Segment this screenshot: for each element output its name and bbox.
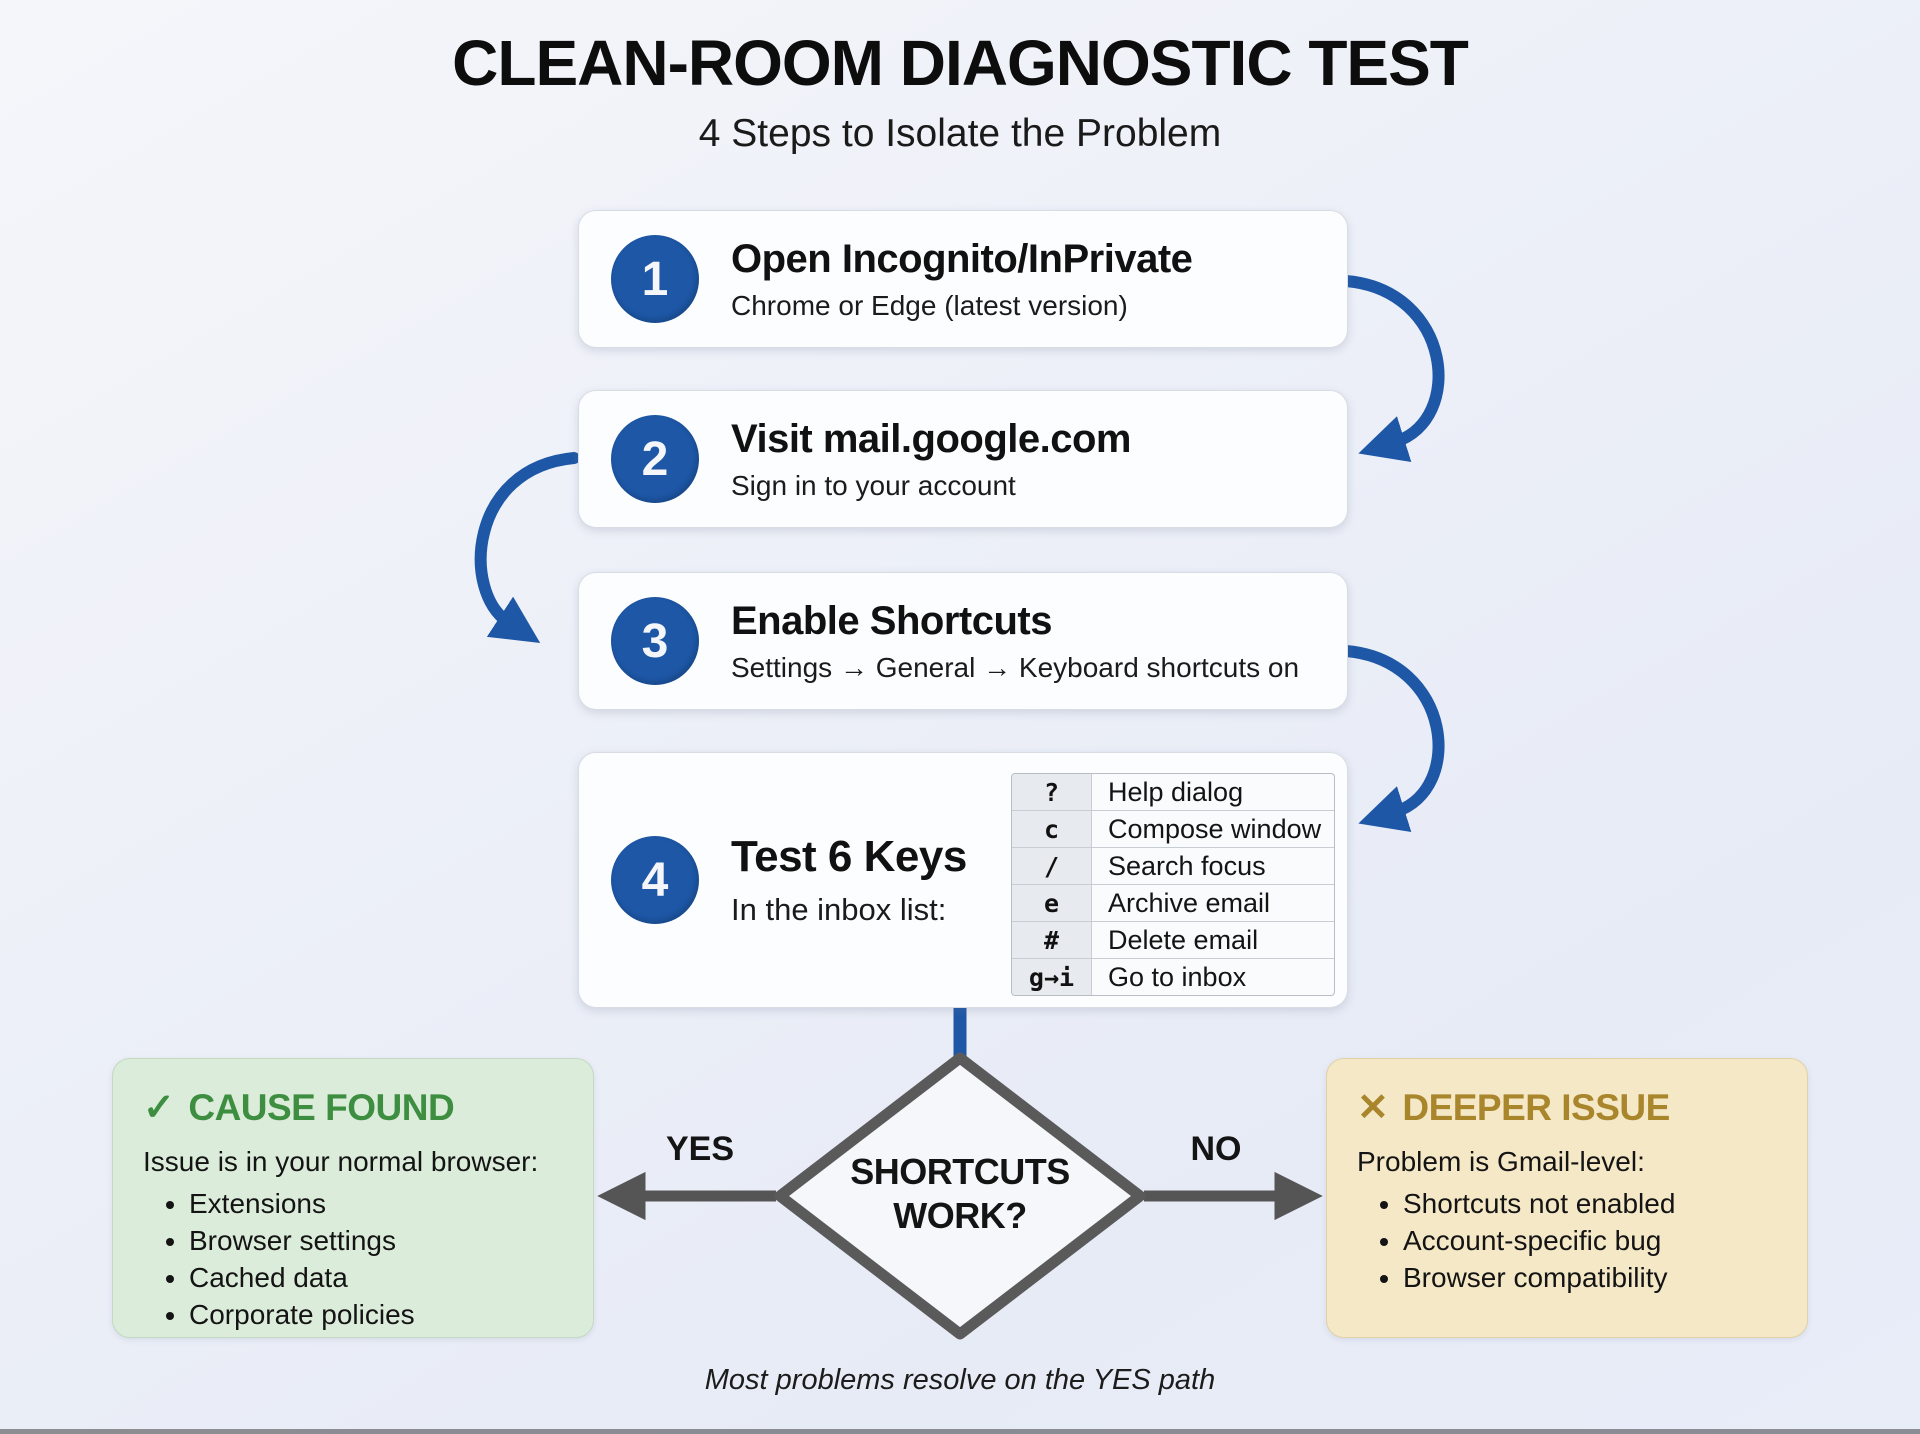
shortcut-row: # Delete email	[1012, 922, 1334, 959]
step-number-badge: 3	[611, 597, 699, 685]
outcome-title: DEEPER ISSUE	[1402, 1086, 1670, 1128]
arrow-step2-to-step3	[474, 452, 580, 644]
shortcut-action: Archive email	[1108, 887, 1271, 918]
step-subtitle: Chrome or Edge (latest version)	[731, 289, 1128, 321]
outcome-cause-found: ✓ CAUSE FOUND Issue is in your normal br…	[112, 1058, 594, 1338]
step-subtitle: In the inbox list:	[731, 892, 947, 927]
shortcut-key: c	[1012, 811, 1092, 847]
step-title: Enable Shortcuts	[731, 598, 1052, 643]
no-label: NO	[1190, 1130, 1242, 1168]
shortcut-key: #	[1012, 922, 1092, 958]
step-title: Visit mail.google.com	[731, 416, 1131, 461]
check-icon: ✓	[143, 1087, 175, 1129]
shortcut-action: Delete email	[1108, 924, 1259, 955]
bullet-item: Cached data	[189, 1262, 563, 1294]
x-icon: ✕	[1357, 1087, 1389, 1129]
outcome-deeper-issue: ✕ DEEPER ISSUE Problem is Gmail-level: S…	[1326, 1058, 1808, 1338]
outcome-intro: Issue is in your normal browser:	[143, 1146, 539, 1177]
shortcut-row: g→i Go to inbox	[1012, 959, 1334, 995]
step-number-badge: 2	[611, 415, 699, 503]
step-card-3: 3 Enable Shortcuts Settings → General → …	[578, 572, 1348, 710]
bullet-item: Extensions	[189, 1188, 563, 1220]
shortcut-row: e Archive email	[1012, 885, 1334, 922]
shortcut-action: Search focus	[1108, 850, 1266, 881]
page-title: CLEAN-ROOM DIAGNOSTIC TEST	[452, 27, 1469, 99]
bullet-item: Browser compatibility	[1403, 1262, 1777, 1294]
step-card-2: 2 Visit mail.google.com Sign in to your …	[578, 390, 1348, 528]
step-title: Open Incognito/InPrivate	[731, 236, 1193, 281]
step-number-badge: 1	[611, 235, 699, 323]
arrow-step1-to-step2	[1340, 275, 1445, 462]
arrow-step3-to-step4	[1340, 645, 1445, 832]
shortcut-key: /	[1012, 848, 1092, 884]
shortcut-row: / Search focus	[1012, 848, 1334, 885]
shortcut-key: ?	[1012, 774, 1092, 810]
bullet-item: Account-specific bug	[1403, 1225, 1777, 1257]
page-subtitle: 4 Steps to Isolate the Problem	[698, 112, 1222, 155]
step-text: Test 6 Keys In the inbox list:	[731, 832, 967, 928]
step-text: Visit mail.google.com Sign in to your ac…	[731, 417, 1131, 502]
shortcut-table: ? Help dialog c Compose window / Search …	[1011, 773, 1335, 996]
shortcut-key: g→i	[1012, 959, 1092, 995]
header: CLEAN-ROOM DIAGNOSTIC TEST 4 Steps to Is…	[0, 26, 1920, 156]
outcome-title-row: ✕ DEEPER ISSUE	[1357, 1085, 1777, 1130]
step-title: Test 6 Keys	[731, 832, 967, 881]
bullet-item: Shortcuts not enabled	[1403, 1188, 1777, 1220]
bullet-item: Browser settings	[189, 1225, 563, 1257]
step-card-1: 1 Open Incognito/InPrivate Chrome or Edg…	[578, 210, 1348, 348]
decision-label: SHORTCUTS WORK?	[850, 1151, 1070, 1236]
outcome-title-row: ✓ CAUSE FOUND	[143, 1085, 563, 1130]
step-card-4: 4 Test 6 Keys In the inbox list: ? Help …	[578, 752, 1348, 1008]
shortcut-row: ? Help dialog	[1012, 774, 1334, 811]
step-subtitle: Sign in to your account	[731, 469, 1016, 501]
outcome-bullet-list: Shortcuts not enabled Account-specific b…	[1357, 1188, 1777, 1294]
step-number-badge: 4	[611, 836, 699, 924]
outcome-bullet-list: Extensions Browser settings Cached data …	[143, 1188, 563, 1331]
step-text: Open Incognito/InPrivate Chrome or Edge …	[731, 236, 1193, 322]
step-text: Enable Shortcuts Settings → General → Ke…	[731, 599, 1299, 684]
decision-diamond	[774, 1052, 1146, 1340]
outcome-intro: Problem is Gmail-level:	[1357, 1146, 1645, 1177]
shortcut-action: Help dialog	[1108, 776, 1244, 807]
shortcut-row: c Compose window	[1012, 811, 1334, 848]
bullet-item: Corporate policies	[189, 1299, 563, 1331]
shortcut-action: Go to inbox	[1108, 961, 1247, 992]
outcome-title: CAUSE FOUND	[188, 1086, 455, 1128]
bottom-edge-strip	[0, 1429, 1920, 1434]
shortcut-key: e	[1012, 885, 1092, 921]
shortcut-action: Compose window	[1108, 813, 1322, 844]
footnote: Most problems resolve on the YES path	[704, 1364, 1216, 1396]
yes-label: YES	[665, 1130, 735, 1168]
step-subtitle: Settings → General → Keyboard shortcuts …	[731, 651, 1300, 683]
